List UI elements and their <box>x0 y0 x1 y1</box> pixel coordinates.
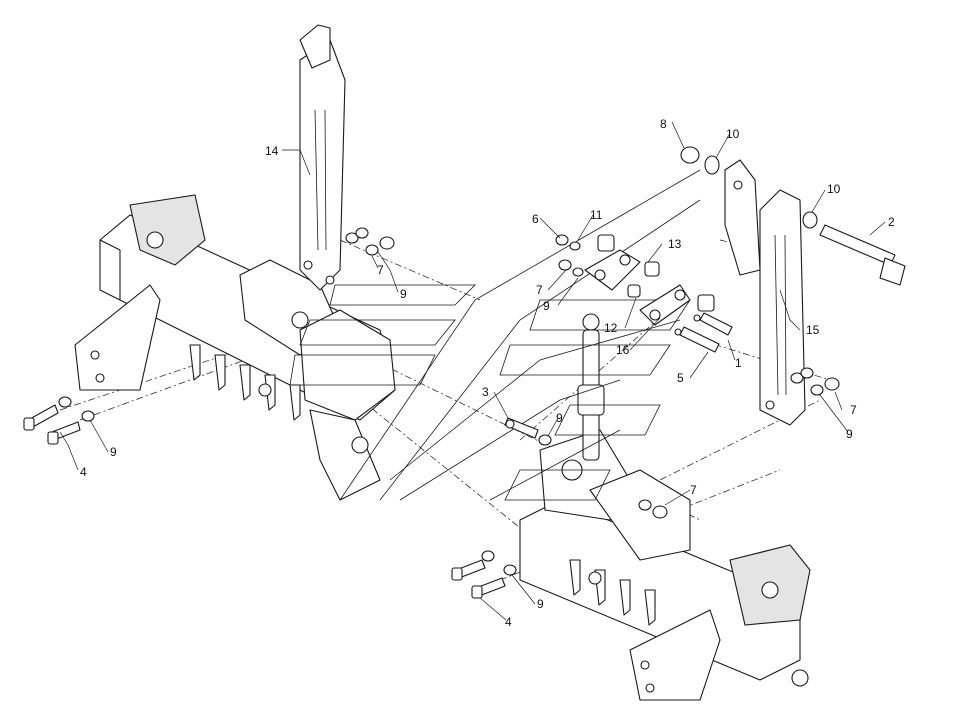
callout-14: 14 <box>265 144 279 158</box>
callout-9e: 9 <box>110 445 117 459</box>
callout-5: 5 <box>677 371 684 385</box>
bolts-1-5 <box>674 312 733 353</box>
part-15-bracket <box>724 159 806 426</box>
callout-9b: 9 <box>543 299 550 313</box>
callout-7c: 7 <box>850 403 857 417</box>
callout-11: 11 <box>590 208 603 222</box>
callout-10b: 10 <box>827 182 841 196</box>
part-2-bolt <box>819 224 906 286</box>
link-plates <box>584 234 715 326</box>
callout-6: 6 <box>532 212 539 226</box>
callout-1: 1 <box>735 356 742 370</box>
callout-9c: 9 <box>556 411 563 425</box>
callout-13: 13 <box>668 237 682 251</box>
callout-15: 15 <box>806 323 820 337</box>
callout-7b: 7 <box>536 283 543 297</box>
callout-9f: 9 <box>537 597 544 611</box>
callout-3: 3 <box>482 385 489 399</box>
bolt-3 <box>504 417 539 439</box>
callout-9d: 9 <box>846 427 853 441</box>
callout-7: 7 <box>377 263 384 277</box>
right-frame-assembly <box>519 313 811 701</box>
callout-12: 12 <box>604 321 618 335</box>
callout-8: 8 <box>660 117 667 131</box>
callout-9: 9 <box>400 287 407 301</box>
washers-nuts <box>58 146 840 576</box>
leader-lines <box>59 121 886 621</box>
bolts-4-left <box>23 404 81 445</box>
left-frame-assembly <box>74 194 396 501</box>
callout-16: 16 <box>616 343 630 357</box>
callouts: 14 7 9 8 10 6 11 13 7 9 12 16 10 2 15 1 … <box>80 117 895 629</box>
callout-4: 4 <box>80 465 87 479</box>
callout-2: 2 <box>888 215 895 229</box>
callout-7d: 7 <box>690 483 697 497</box>
callout-10: 10 <box>726 127 740 141</box>
bolts-4-right <box>451 559 506 599</box>
part-14-bracket <box>299 24 346 291</box>
callout-4b: 4 <box>505 615 512 629</box>
step-plates <box>289 169 701 501</box>
